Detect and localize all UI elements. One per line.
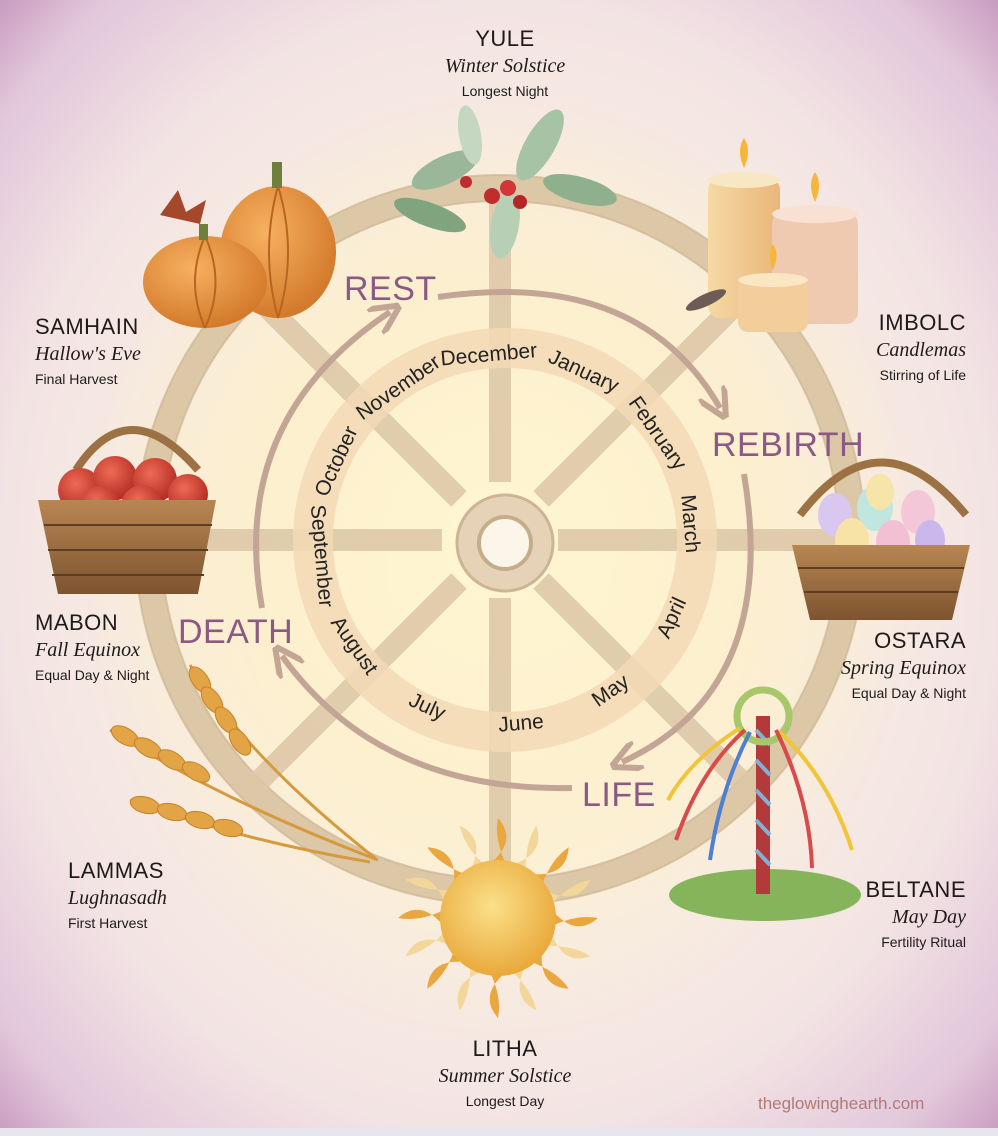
sun-ray <box>545 879 591 905</box>
sun-ray <box>531 951 569 989</box>
lammas-subtitle: Lughnasadh <box>68 887 167 910</box>
imbolc-subtitle: Candlemas <box>876 339 966 362</box>
phase-rebirth: REBIRTH <box>712 426 865 464</box>
label-imbolc: IMBOLC Candlemas Stirring of Life <box>766 310 966 383</box>
lammas-desc: First Harvest <box>68 915 148 932</box>
arrow-death-to-rest <box>253 312 390 609</box>
phase-rest: REST <box>344 270 437 308</box>
sun-ray <box>457 965 485 1011</box>
sun-ray <box>552 910 598 927</box>
sun-ray <box>405 877 451 905</box>
label-samhain: SAMHAIN Hallow's Eve Final Harvest <box>35 314 235 387</box>
mabon-subtitle: Fall Equinox <box>35 639 140 662</box>
imbolc-name: IMBOLC <box>878 310 966 335</box>
beltane-desc: Fertility Ritual <box>881 934 966 951</box>
bottom-band <box>0 1128 998 1136</box>
ostara-desc: Equal Day & Night <box>851 685 966 702</box>
samhain-desc: Final Harvest <box>35 371 118 388</box>
sun-ray <box>511 825 539 871</box>
sun-ray <box>398 909 444 926</box>
label-lammas: LAMMAS Lughnasadh First Harvest <box>68 858 268 931</box>
sun-ray <box>490 818 507 864</box>
yule-subtitle: Winter Solstice <box>444 55 566 78</box>
samhain-pumpkins-icon <box>143 162 336 329</box>
ostara-eggs-basket-icon <box>792 458 970 620</box>
site-credit: theglowinghearth.com <box>758 1094 925 1113</box>
label-beltane: BELTANE May Day Fertility Ritual <box>766 877 967 951</box>
beltane-name: BELTANE <box>865 877 966 902</box>
beltane-subtitle: May Day <box>892 906 966 929</box>
arrow-rebirth-to-life <box>622 473 754 762</box>
yule-name: YULE <box>475 26 535 51</box>
phase-death: DEATH <box>178 613 294 651</box>
label-litha: LITHA Summer Solstice Longest Day <box>405 1036 605 1109</box>
lammas-name: LAMMAS <box>68 858 164 883</box>
sun-ray <box>511 965 537 1011</box>
yule-greenery-icon <box>394 105 617 259</box>
samhain-name: SAMHAIN <box>35 314 139 339</box>
ostara-subtitle: Spring Equinox <box>841 657 966 680</box>
label-yule: YULE Winter Solstice Longest Night <box>405 26 605 99</box>
mabon-name: MABON <box>35 610 119 635</box>
sun-ray <box>531 847 569 885</box>
arrow-life-to-death <box>282 656 573 792</box>
samhain-subtitle: Hallow's Eve <box>35 343 141 366</box>
litha-desc: Longest Day <box>465 1093 545 1110</box>
sun-ray <box>405 931 451 957</box>
imbolc-candles-icon <box>685 138 858 332</box>
yule-desc: Longest Night <box>461 83 549 100</box>
sun-ray <box>489 972 506 1018</box>
litha-sun-icon <box>398 818 598 1018</box>
month-label: March <box>676 494 704 554</box>
litha-subtitle: Summer Solstice <box>438 1065 572 1088</box>
month-label: June <box>497 710 544 737</box>
beltane-maypole-icon <box>666 686 861 921</box>
ostara-name: OSTARA <box>874 628 966 653</box>
sun-ray <box>459 825 485 871</box>
month-ring <box>293 328 717 752</box>
mabon-apples-basket-icon <box>38 426 216 594</box>
imbolc-desc: Stirring of Life <box>879 367 966 384</box>
lammas-wheat-icon <box>109 664 379 864</box>
sun-ray <box>427 847 465 885</box>
sun-ray <box>427 951 465 989</box>
label-mabon: MABON Fall Equinox Equal Day & Night <box>35 610 235 683</box>
arrow-rest-to-rebirth <box>437 289 720 408</box>
sun-ray <box>545 931 591 959</box>
litha-name: LITHA <box>472 1036 538 1061</box>
phase-life: LIFE <box>582 776 656 814</box>
label-ostara: OSTARA Spring Equinox Equal Day & Night <box>766 628 966 701</box>
mabon-desc: Equal Day & Night <box>35 667 150 684</box>
